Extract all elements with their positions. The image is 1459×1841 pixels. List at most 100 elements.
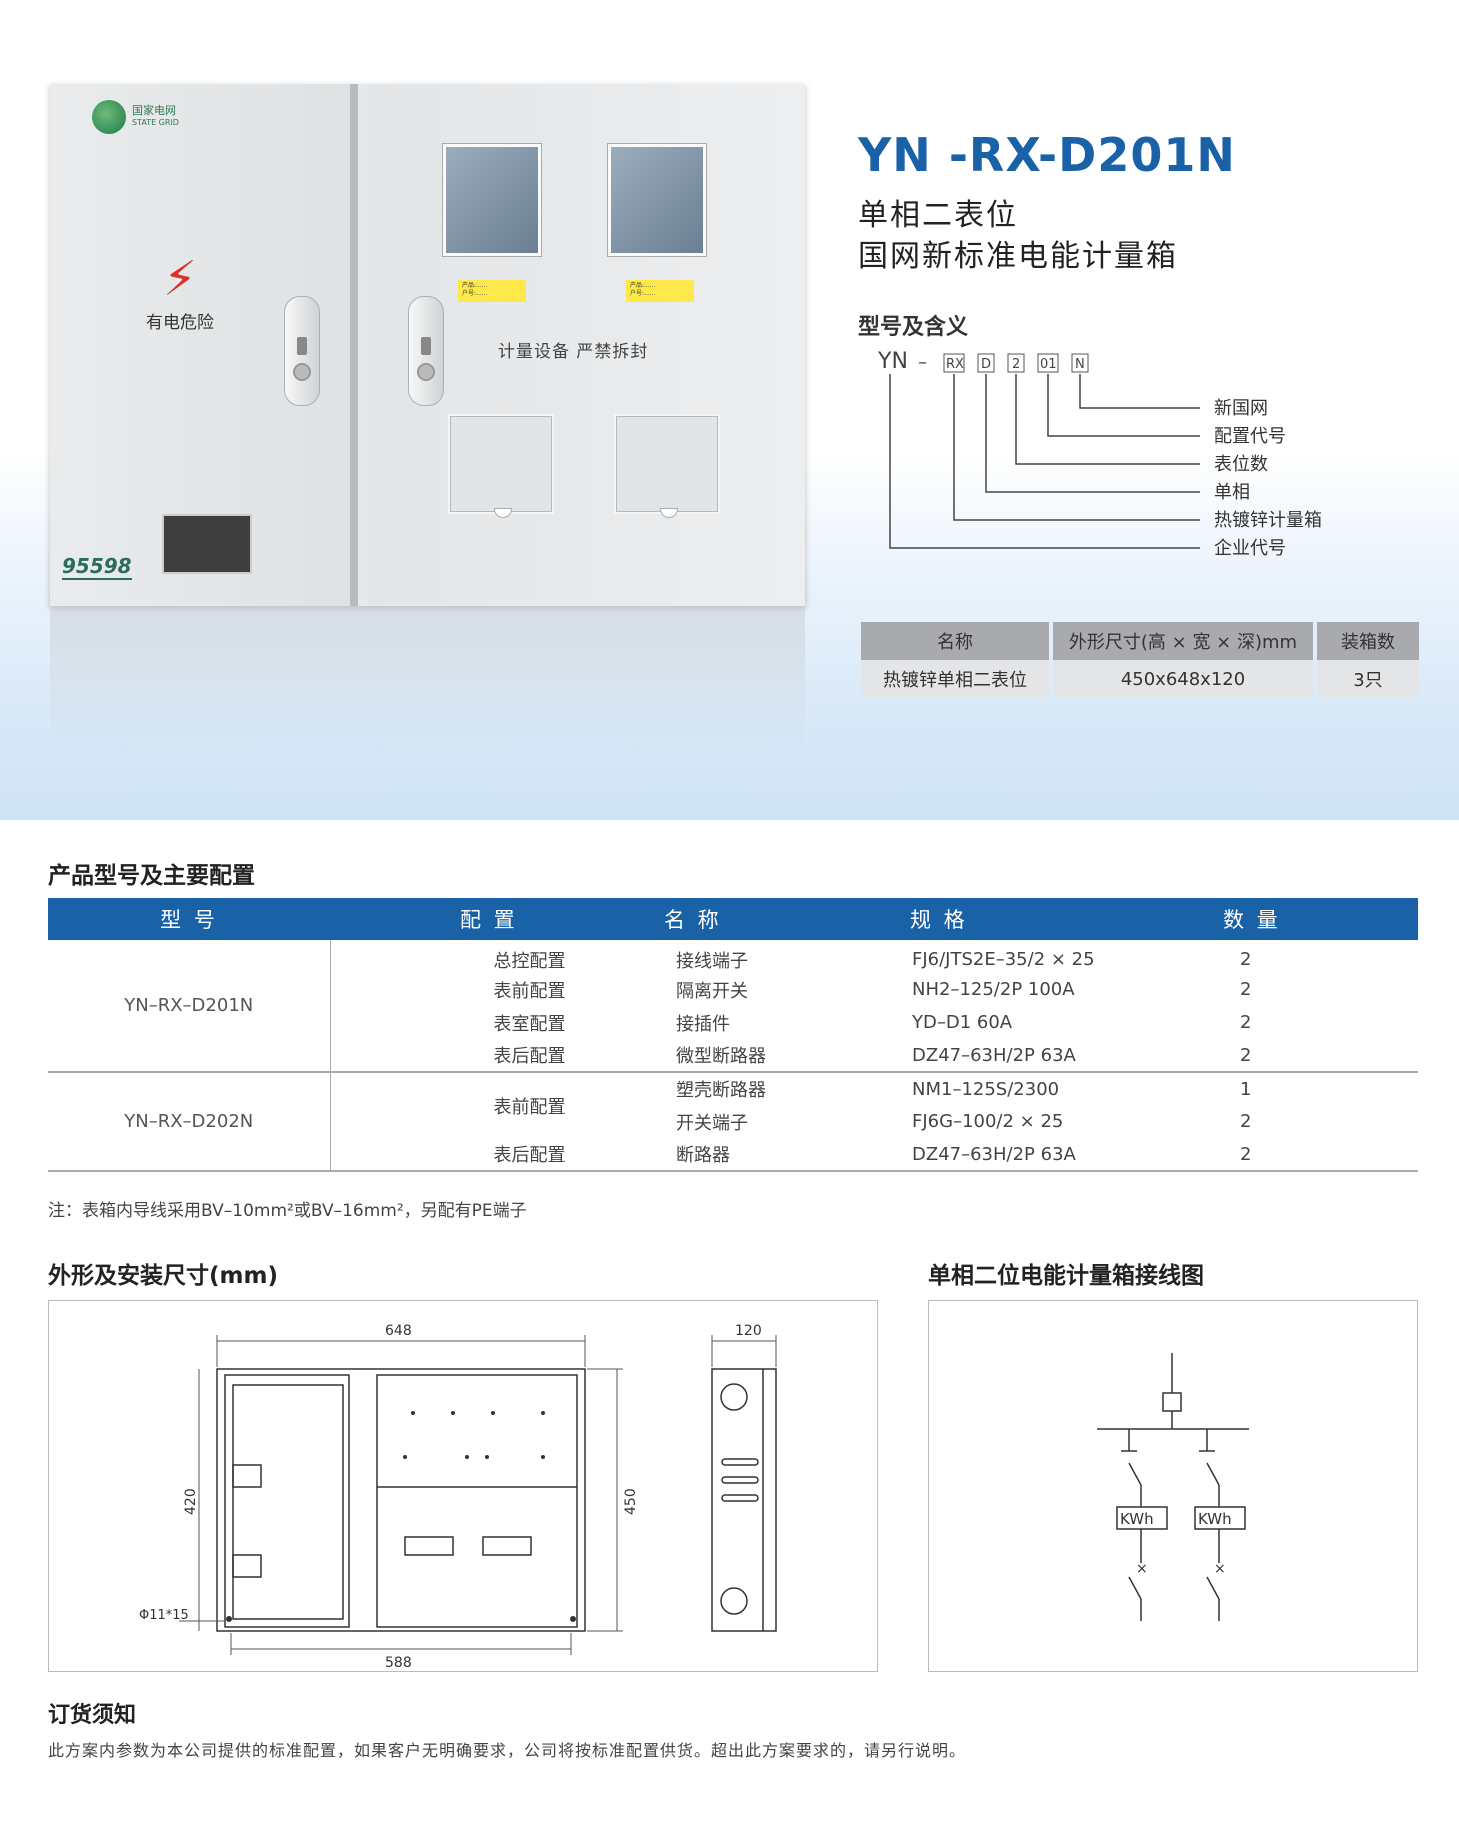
qty-cell: 2 <box>1240 949 1252 970</box>
code-dash: – <box>918 352 927 373</box>
breaker-flap-1 <box>448 414 554 518</box>
config-cell: 表后配置 <box>493 1145 566 1166</box>
code-box-rx: RX <box>946 357 964 372</box>
dim-hole-label: Φ11*15 <box>139 1608 189 1623</box>
spec-cell: FJ6G–100/2 × 25 <box>912 1111 1064 1132</box>
dim-inner-height-label: 420 <box>183 1488 199 1515</box>
legend-meter-count: 表位数 <box>1214 454 1268 475</box>
name-cell: 开关端子 <box>676 1112 748 1134</box>
legend-box-type: 热镀锌计量箱 <box>1214 510 1322 531</box>
meaning-title: 型号及含义 <box>858 315 969 340</box>
dim-depth-label: 120 <box>735 1323 762 1339</box>
legend-company-code: 企业代号 <box>1214 538 1286 559</box>
config-header-config: 配 置 <box>330 898 568 940</box>
logo-text-en: STATE GRID <box>132 118 179 127</box>
meter-window-2 <box>608 144 706 256</box>
name-plate <box>162 514 252 574</box>
legend-config-code: 配置代号 <box>1214 426 1286 447</box>
group1-model: YN–RX–D201N <box>48 940 331 1073</box>
lightning-bolt-icon: ⚡ <box>163 251 197 307</box>
code-box-n: N <box>1075 357 1085 372</box>
table-row: 表后配置 断路器 DZ47–63H/2P 63A 2 <box>48 1138 1418 1171</box>
dim-width-label: 648 <box>385 1323 412 1339</box>
spec-table: 名称 外形尺寸(高 × 宽 × 深)mm 装箱数 热镀锌单相二表位 450x64… <box>857 622 1423 698</box>
code-box-d: D <box>981 357 991 372</box>
meter-2-label: KWh <box>1198 1510 1232 1528</box>
table-row: 表室配置 接插件 YD–D1 60A 2 <box>48 1006 1418 1039</box>
meter-1-label: KWh <box>1120 1510 1154 1528</box>
qty-cell: 2 <box>1240 979 1252 1000</box>
spec-cell-name: 热镀锌单相二表位 <box>861 660 1049 698</box>
qty-cell: 2 <box>1240 1044 1252 1066</box>
config-header-qty: 数 量 <box>1157 898 1418 940</box>
config-cell: 总控配置 <box>493 950 566 972</box>
config-header-model: 型 号 <box>48 898 330 940</box>
table-row: YN–RX–D202N 表前配置 塑壳断路器 NM1–125S/2300 1 <box>48 1072 1418 1171</box>
spec-header-qty: 装箱数 <box>1317 622 1419 660</box>
wiring-diagram: KWh KWh × × <box>1097 1353 1249 1621</box>
config-table: 型 号 配 置 名 称 规 格 数 量 YN–RX–D201N 总控配置 接线端… <box>48 898 1418 1172</box>
yellow-sticker-2: 产品:......户号:...... <box>626 280 694 302</box>
state-grid-logo-icon <box>92 100 126 134</box>
config-cell: 表后配置 <box>493 1046 566 1067</box>
legend-new-grid: 新国网 <box>1214 398 1268 419</box>
cabinet-photo: 国家电网 STATE GRID ⚡ 有电危险 95598 产品:......户号… <box>50 84 805 606</box>
name-cell: 微型断路器 <box>676 1046 766 1067</box>
danger-warning: ⚡ 有电危险 <box>146 254 214 333</box>
spec-cell: NM1–125S/2300 <box>912 1078 1060 1100</box>
spec-cell: DZ47–63H/2P 63A <box>912 1143 1076 1165</box>
group2-model: YN–RX–D202N <box>48 1072 331 1171</box>
dim-outer-height-label: 450 <box>623 1488 639 1515</box>
dimensions-drawing: 648 588 120 Φ11*15 420 450 <box>139 1323 777 1671</box>
spec-cell: YD–D1 60A <box>912 1012 1013 1033</box>
spec-header-size: 外形尺寸(高 × 宽 × 深)mm <box>1053 622 1313 660</box>
spec-cell-qty: 3只 <box>1317 660 1419 698</box>
wiring-diagram-box: KWh KWh × × <box>928 1300 1418 1672</box>
spec-cell: NH2–125/2P 100A <box>912 979 1075 1000</box>
dim-mount-width-label: 588 <box>385 1655 412 1671</box>
yellow-sticker-1: 产品:......户号:...... <box>458 280 526 302</box>
right-door-handle <box>408 296 444 406</box>
config-cell: 表前配置 <box>493 1096 566 1118</box>
product-subtitle-2: 国网新标准电能计量箱 <box>858 239 1178 274</box>
table-row: 开关端子 FJ6G–100/2 × 25 2 <box>48 1105 1418 1138</box>
danger-label: 有电危险 <box>146 313 214 333</box>
hotline-logo: 95598 <box>62 554 132 580</box>
dimensions-drawing-box: 648 588 120 Φ11*15 420 450 <box>48 1300 878 1672</box>
table-row: 表前配置 隔离开关 NH2–125/2P 100A 2 <box>48 973 1418 1006</box>
svg-text:×: × <box>1214 1561 1226 1577</box>
product-subtitle-1: 单相二表位 <box>858 198 1018 233</box>
table-row: 表后配置 微型断路器 DZ47–63H/2P 63A 2 <box>48 1039 1418 1072</box>
code-prefix: YN <box>877 349 908 374</box>
order-section-title: 订货须知 <box>48 1703 137 1728</box>
name-cell: 隔离开关 <box>676 980 748 1002</box>
config-header-name: 名 称 <box>568 898 854 940</box>
product-model-title: YN -RX-D201N <box>858 128 1236 182</box>
dimensions-section-title: 外形及安装尺寸(mm) <box>48 1263 278 1289</box>
spec-cell: FJ6/JTS2E–35/2 × 25 <box>912 949 1095 970</box>
qty-cell: 2 <box>1240 1012 1252 1033</box>
name-cell: 断路器 <box>676 1145 730 1166</box>
meter-window-1 <box>443 144 541 256</box>
left-door-handle <box>284 296 320 406</box>
config-header-spec: 规 格 <box>854 898 1157 940</box>
cabinet-left-door: 国家电网 STATE GRID ⚡ 有电危险 95598 <box>50 84 358 606</box>
breaker-flap-2 <box>614 414 720 518</box>
state-grid-logo: 国家电网 STATE GRID <box>92 100 179 134</box>
code-box-2: 2 <box>1012 357 1020 372</box>
name-cell: 接线端子 <box>676 950 748 972</box>
qty-cell: 2 <box>1240 1111 1252 1132</box>
config-note: 注：表箱内导线采用BV–10mm²或BV–16mm²，另配有PE端子 <box>48 1201 527 1221</box>
spec-header-name: 名称 <box>861 622 1049 660</box>
name-cell: 接插件 <box>676 1013 730 1035</box>
spec-cell: DZ47–63H/2P 63A <box>912 1044 1076 1066</box>
config-cell: 表前配置 <box>493 980 566 1002</box>
order-text: 此方案内参数为本公司提供的标准配置，如果客户无明确要求，公司将按标准配置供货。超… <box>48 1741 967 1760</box>
model-code-diagram: YN – RX D 2 01 N 新国网 配置代号 表位数 单相 热镀锌计量箱 … <box>877 349 1322 559</box>
notice-label: 计量设备 严禁拆封 <box>498 342 649 362</box>
logo-text-cn: 国家电网 <box>132 104 176 117</box>
qty-cell: 2 <box>1240 1143 1252 1165</box>
table-row: YN–RX–D201N 总控配置 接线端子 FJ6/JTS2E–35/2 × 2… <box>48 940 1418 1073</box>
svg-text:×: × <box>1136 1561 1148 1577</box>
legend-single-phase: 单相 <box>1214 482 1250 503</box>
